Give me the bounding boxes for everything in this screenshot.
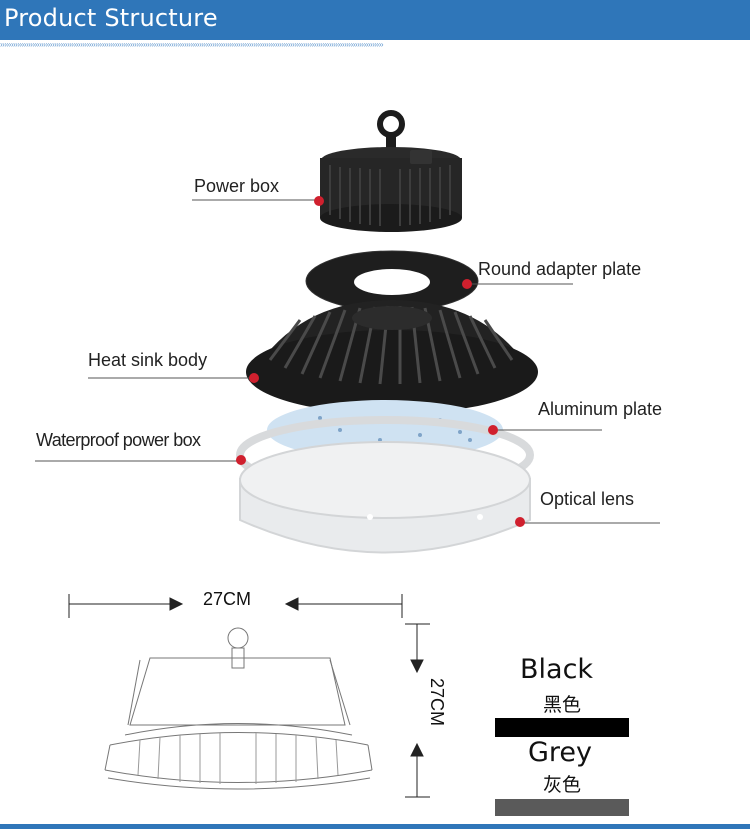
optical-lens-label: Optical lens: [540, 489, 635, 509]
width-label: 27CM: [203, 589, 252, 609]
marker-dot: [249, 373, 259, 383]
power-box-label: Power box: [194, 176, 280, 196]
grey-color-name-cn: 灰色: [543, 774, 582, 796]
marker-dot: [515, 517, 525, 527]
marker-dot: [462, 279, 472, 289]
heat-sink-part: [246, 300, 538, 414]
footer-divider: [0, 824, 750, 829]
section-header: Product Structure: [0, 0, 750, 40]
width-dimension: [68, 594, 403, 618]
marker-dot: [488, 425, 498, 435]
grey-color-name: Grey: [528, 737, 593, 768]
black-swatch: [495, 718, 629, 737]
optical-lens-part: [236, 416, 534, 554]
adapter-plate-part: [305, 250, 479, 312]
aluminum-plate-label: Aluminum plate: [538, 399, 663, 419]
grey-swatch: [495, 799, 629, 816]
black-color-name-cn: 黑色: [543, 694, 582, 716]
height-label: 27CM: [427, 678, 447, 727]
heat-sink-body-label: Heat sink body: [88, 350, 208, 370]
height-dimension: [405, 623, 430, 798]
round-adapter-plate-label: Round adapter plate: [478, 259, 642, 279]
marker-dot: [314, 196, 324, 206]
black-color-name: Black: [520, 654, 594, 685]
waterproof-power-box-label: Waterproof power box: [36, 430, 201, 450]
section-title: Product Structure: [4, 4, 218, 32]
lamp-line-drawing: [104, 627, 373, 790]
marker-dot: [236, 455, 246, 465]
header-divider: ››››››››››››››››››››››››››››››››››››››››…: [0, 41, 384, 49]
power-box-part: [320, 110, 462, 232]
